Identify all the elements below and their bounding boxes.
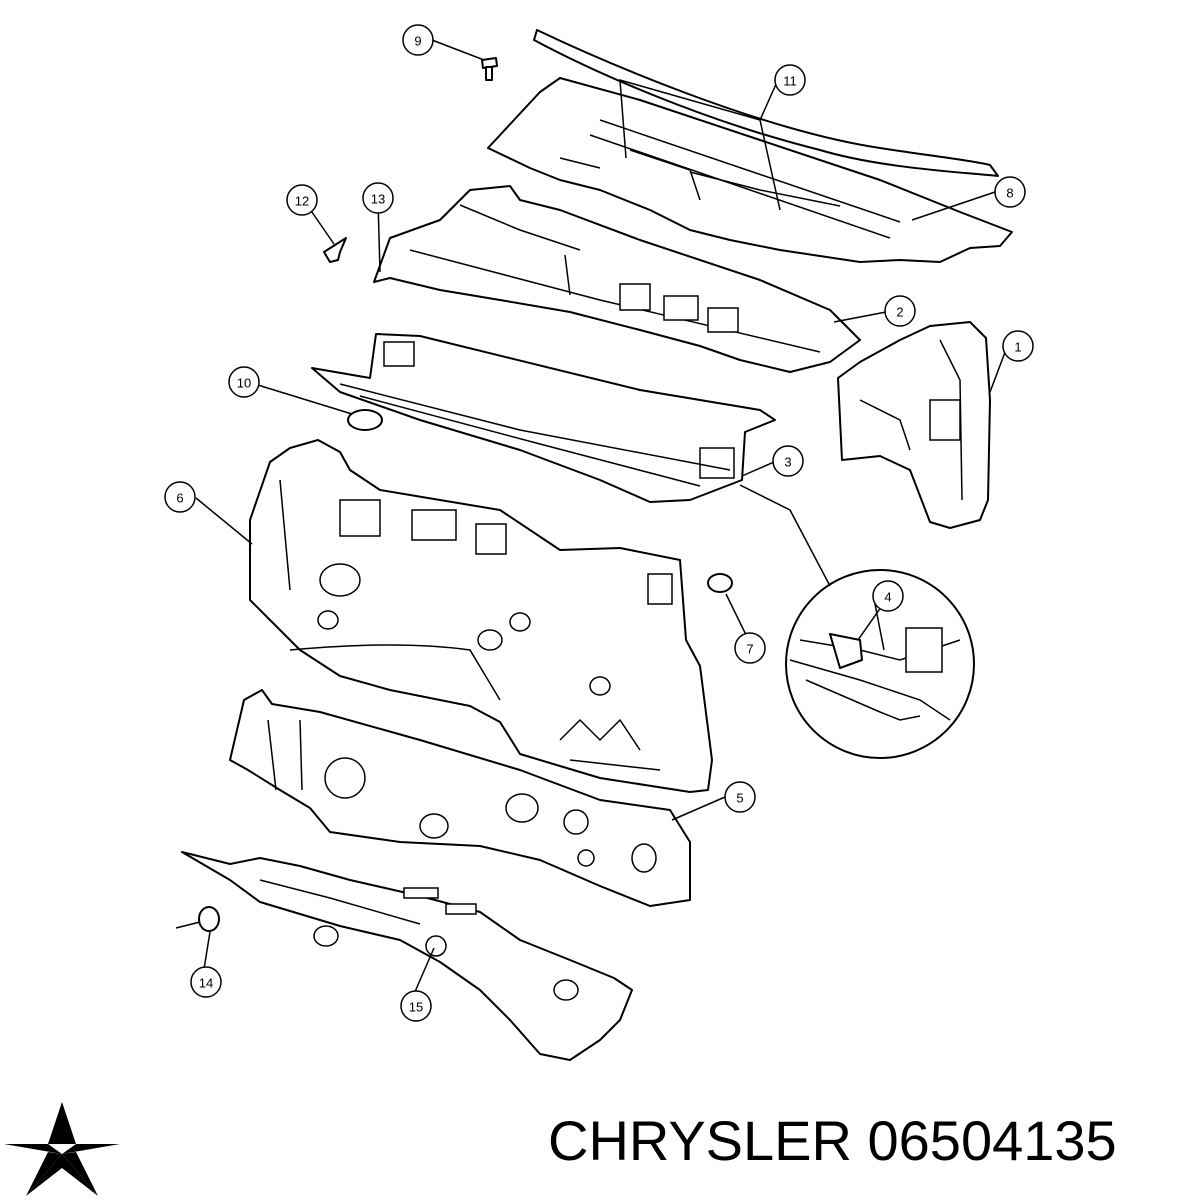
callout-15: 15 — [400, 990, 432, 1022]
callout-2: 2 — [884, 295, 916, 327]
svg-text:2: 2 — [896, 305, 903, 320]
callout-10: 10 — [228, 366, 260, 398]
callout-6: 6 — [164, 481, 196, 513]
svg-text:14: 14 — [199, 976, 213, 991]
part-8-cowl-panel — [487, 77, 1013, 263]
part-number-caption: CHRYSLER 06504135 — [548, 1109, 1117, 1172]
callout-9: 9 — [402, 24, 434, 56]
svg-text:8: 8 — [1006, 186, 1013, 201]
svg-text:13: 13 — [371, 192, 385, 207]
leader-lines — [195, 39, 1008, 995]
chrysler-pentastar-icon — [0, 1096, 128, 1200]
svg-text:6: 6 — [176, 491, 183, 506]
part-10-grommet — [347, 409, 383, 431]
part-1-side-panel — [837, 321, 991, 529]
callout-4: 4 — [872, 580, 904, 612]
callout-8: 8 — [994, 176, 1026, 208]
detail-inset-part-4 — [785, 569, 975, 759]
part-7-grommet — [707, 573, 733, 593]
callout-14: 14 — [190, 966, 222, 998]
part-15-lower-cross — [181, 851, 633, 1061]
callout-13: 13 — [362, 182, 394, 214]
svg-text:4: 4 — [884, 590, 891, 605]
part-5-lower-panel — [229, 689, 691, 907]
callout-11: 11 — [774, 64, 806, 96]
callout-12: 12 — [286, 184, 318, 216]
svg-text:12: 12 — [295, 194, 309, 209]
part-2-plenum — [373, 185, 861, 373]
part-14-push-pin — [175, 906, 220, 932]
svg-text:10: 10 — [237, 376, 251, 391]
part-12-clip — [323, 237, 347, 263]
svg-text:7: 7 — [746, 642, 753, 657]
part-3-cross-member — [311, 333, 776, 503]
part-6-dash-panel — [249, 439, 713, 793]
callout-7: 7 — [734, 632, 766, 664]
svg-text:11: 11 — [783, 74, 797, 89]
callout-5: 5 — [724, 781, 756, 813]
svg-text:1: 1 — [1014, 340, 1021, 355]
svg-text:3: 3 — [784, 455, 791, 470]
part-11-weatherstrip — [533, 29, 999, 177]
svg-text:5: 5 — [736, 791, 743, 806]
callout-3: 3 — [772, 445, 804, 477]
callout-1: 1 — [1002, 330, 1034, 362]
part-9-bolt — [481, 57, 498, 81]
svg-text:9: 9 — [414, 34, 421, 49]
svg-text:15: 15 — [409, 1000, 423, 1015]
